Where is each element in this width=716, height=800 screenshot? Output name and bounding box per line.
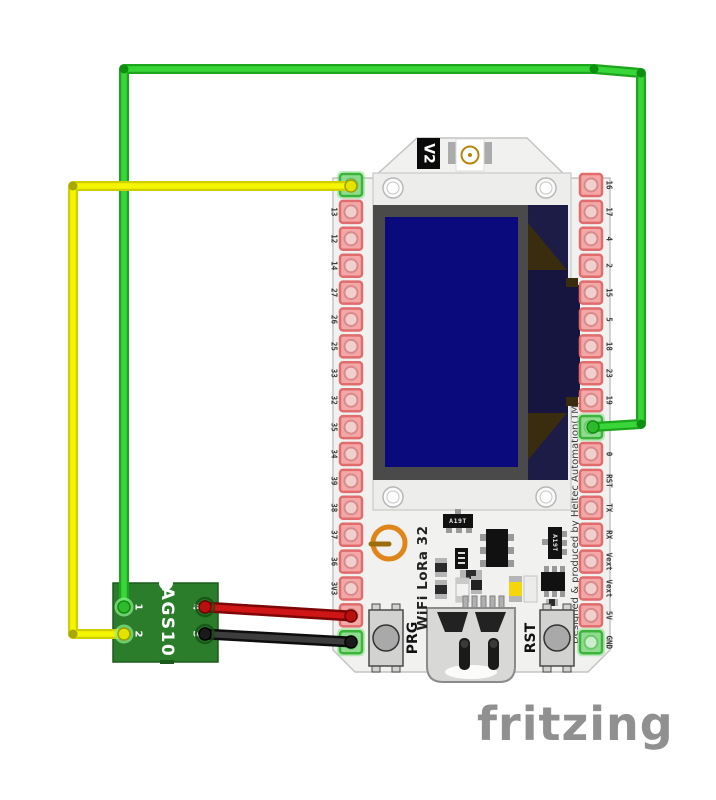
header-pin-15[interactable]: 15: [578, 280, 614, 305]
pin-label: 13: [330, 207, 339, 217]
pin-label: 37: [330, 530, 339, 539]
prg-button[interactable]: [368, 603, 404, 673]
pin-label: 25: [330, 342, 339, 351]
header-pin-TX[interactable]: TX: [578, 495, 614, 521]
pin-label: 18: [605, 342, 614, 352]
pin-label: 5: [605, 317, 614, 322]
coil-icon: [368, 524, 408, 562]
smd-components: A19T A19T: [435, 509, 567, 606]
oled-ribbon: [528, 205, 580, 480]
header-pin-37[interactable]: 37: [330, 522, 364, 547]
pin-label: 0: [605, 452, 614, 457]
header-pin-18[interactable]: 18: [578, 334, 614, 359]
header-pin-39[interactable]: 39: [330, 468, 364, 494]
pin-label: 19: [605, 396, 614, 406]
pin-label: 2: [605, 263, 614, 268]
pin-label: TX: [605, 503, 614, 513]
usb-connector: [426, 595, 516, 683]
header-pin-RX[interactable]: RX: [578, 522, 614, 547]
pin-label: 26: [330, 315, 339, 325]
header-pin-13[interactable]: 13: [330, 199, 364, 225]
header-pin-2[interactable]: 2: [578, 253, 614, 278]
wire-red[interactable]: [194, 596, 358, 623]
pin-label: RX: [605, 530, 614, 540]
sensor-pin-label-2: 2: [133, 631, 144, 638]
wire-green[interactable]: [114, 64, 646, 617]
pin-label: 33: [330, 369, 339, 379]
wire-black[interactable]: [194, 623, 358, 649]
header-pin-32[interactable]: 32: [330, 387, 364, 413]
pin-label: 38: [330, 503, 339, 513]
pin-label: 5V: [605, 611, 614, 621]
mounting-holes-icon: [382, 177, 557, 508]
chip-label: A19T: [551, 534, 559, 552]
header-pin-34[interactable]: 34: [330, 441, 364, 467]
pin-label: 35: [330, 423, 339, 432]
header-pin-5[interactable]: 5: [578, 307, 614, 332]
board-model-label: WiFi LoRa 32: [415, 526, 431, 631]
antenna-connector-icon: [448, 138, 492, 172]
rst-button[interactable]: [539, 603, 575, 673]
header-pin-0[interactable]: 0: [578, 441, 614, 467]
sensor-pin-label-1: 1: [133, 604, 144, 611]
pin-label: 3V3: [330, 582, 339, 596]
pin-label: Vext: [605, 553, 614, 571]
header-pin-33[interactable]: 33: [330, 361, 364, 386]
header-pin-25[interactable]: 25: [330, 334, 364, 359]
pin-label: 27: [330, 288, 339, 297]
header-pin-Vext[interactable]: Vext: [578, 576, 614, 601]
header-pin-26[interactable]: 26: [330, 307, 364, 332]
header-pin-16[interactable]: 16: [578, 172, 614, 198]
pin-label: 15: [605, 288, 614, 297]
header-pin-19[interactable]: 19: [578, 387, 614, 413]
pin-label: 36: [330, 557, 339, 567]
pin-label: 12: [330, 234, 339, 243]
version-label: V2: [421, 143, 437, 164]
header-pin-Vext[interactable]: Vext: [578, 549, 614, 574]
header-pin-14[interactable]: 14: [330, 253, 364, 278]
pin-label: Vext: [605, 579, 614, 597]
wire-yellow[interactable]: [68, 179, 358, 644]
pin-label: 34: [330, 449, 339, 459]
header-pin-38[interactable]: 38: [330, 495, 364, 521]
sensor-notch: [159, 576, 173, 590]
header-pin-GND[interactable]: GND: [577, 628, 614, 657]
pin-label: 39: [330, 476, 339, 486]
rst-button-label: RST: [523, 622, 539, 653]
pin-label: 32: [330, 396, 339, 405]
silkscreen-credit: Designed & produced by Heltec Automation…: [570, 401, 581, 644]
pin-label: GND: [605, 636, 614, 650]
pin-label: 4: [605, 237, 614, 242]
pin-label: 14: [330, 261, 339, 271]
sensor-name-label: AGS10: [157, 587, 177, 658]
pin-label: 16: [605, 180, 614, 190]
header-pin-3V3[interactable]: 3V3: [330, 576, 364, 601]
header-pin-4[interactable]: 4: [578, 226, 614, 252]
pin-label: 17: [605, 207, 614, 216]
led-icon: [509, 576, 522, 602]
header-pin-23[interactable]: 23: [578, 361, 614, 386]
header-pin-5V[interactable]: 5V: [578, 603, 614, 628]
oled-screen: [385, 217, 518, 467]
prg-button-label: PRG: [405, 622, 421, 655]
header-pin-35[interactable]: 35: [330, 414, 364, 440]
pin-label: RST: [605, 474, 614, 488]
header-pin-RST[interactable]: RST: [578, 468, 614, 494]
header-pin-36[interactable]: 36: [330, 549, 364, 574]
pin-label: 23: [605, 369, 614, 379]
header-pin-17[interactable]: 17: [578, 199, 614, 225]
header-pin-27[interactable]: 27: [330, 280, 364, 305]
version-tag: [417, 138, 440, 169]
header-pin-12[interactable]: 12: [330, 226, 364, 252]
fritzing-logo: fritzing: [477, 697, 674, 751]
heltec-wifi-lora-32-board[interactable]: V2 Designed & produced by Heltec Automat…: [330, 137, 614, 683]
chip-label: A19T: [449, 517, 467, 525]
